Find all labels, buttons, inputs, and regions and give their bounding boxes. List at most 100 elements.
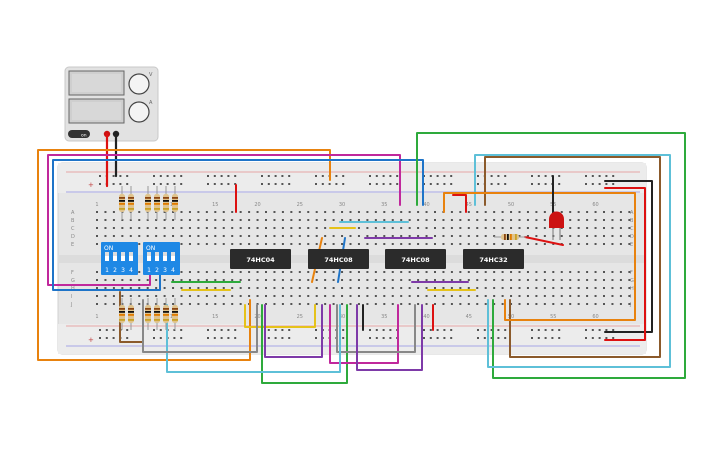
breadboard-hole[interactable] [290, 235, 293, 237]
breadboard-hole[interactable] [248, 295, 251, 297]
breadboard-hole[interactable] [231, 227, 234, 229]
breadboard-hole[interactable] [526, 279, 529, 281]
breadboard-hole[interactable] [467, 211, 470, 213]
rail-hole[interactable] [173, 183, 176, 185]
breadboard-hole[interactable] [349, 219, 352, 221]
breadboard-hole[interactable] [315, 279, 318, 281]
breadboard-hole[interactable] [180, 211, 183, 213]
breadboard-hole[interactable] [188, 287, 191, 289]
breadboard-hole[interactable] [577, 295, 580, 297]
breadboard-hole[interactable] [374, 279, 377, 281]
breadboard-hole[interactable] [594, 235, 597, 237]
rail-hole[interactable] [159, 329, 162, 331]
rail-hole[interactable] [220, 175, 223, 177]
breadboard-hole[interactable] [129, 295, 132, 297]
breadboard-hole[interactable] [307, 243, 310, 245]
breadboard-hole[interactable] [408, 227, 411, 229]
resistor[interactable] [119, 298, 125, 330]
rail-hole[interactable] [429, 183, 432, 185]
breadboard-hole[interactable] [611, 287, 614, 289]
rail-hole[interactable] [213, 337, 216, 339]
breadboard-hole[interactable] [535, 295, 538, 297]
breadboard-hole[interactable] [315, 235, 318, 237]
rail-hole[interactable] [213, 175, 216, 177]
breadboard-hole[interactable] [222, 211, 225, 213]
rail-hole[interactable] [483, 337, 486, 339]
rail-hole[interactable] [207, 175, 209, 177]
rail-hole[interactable] [234, 175, 237, 177]
breadboard-hole[interactable] [493, 279, 496, 281]
breadboard-hole[interactable] [459, 227, 462, 229]
breadboard-hole[interactable] [484, 287, 487, 289]
breadboard-hole[interactable] [188, 303, 191, 305]
rail-hole[interactable] [450, 329, 453, 331]
rail-hole[interactable] [166, 175, 169, 177]
breadboard-hole[interactable] [248, 219, 251, 221]
breadboard-hole[interactable] [535, 271, 538, 273]
breadboard-hole[interactable] [510, 211, 513, 213]
breadboard-hole[interactable] [518, 295, 521, 297]
breadboard-hole[interactable] [281, 211, 284, 213]
breadboard-hole[interactable] [476, 243, 479, 245]
breadboard-hole[interactable] [510, 227, 513, 229]
breadboard-hole[interactable] [594, 211, 597, 213]
breadboard-hole[interactable] [188, 295, 191, 297]
breadboard-hole[interactable] [239, 295, 242, 297]
breadboard-hole[interactable] [434, 279, 436, 281]
breadboard-hole[interactable] [459, 287, 462, 289]
breadboard-hole[interactable] [467, 219, 470, 221]
rail-hole[interactable] [321, 183, 324, 185]
breadboard-hole[interactable] [248, 271, 251, 273]
breadboard-hole[interactable] [96, 243, 98, 245]
breadboard-hole[interactable] [188, 219, 191, 221]
breadboard-hole[interactable] [341, 219, 344, 221]
breadboard-hole[interactable] [205, 279, 208, 281]
breadboard-hole[interactable] [332, 295, 335, 297]
resistor[interactable] [119, 186, 125, 220]
led-red[interactable] [549, 211, 564, 241]
dip-toggle[interactable] [163, 252, 167, 261]
breadboard-hole[interactable] [214, 243, 217, 245]
breadboard-hole[interactable] [315, 219, 318, 221]
breadboard-hole[interactable] [265, 303, 267, 305]
rail-hole[interactable] [159, 183, 162, 185]
breadboard-hole[interactable] [594, 219, 597, 221]
breadboard-hole[interactable] [552, 303, 555, 305]
breadboard-hole[interactable] [332, 211, 335, 213]
breadboard-hole[interactable] [586, 227, 589, 229]
rail-hole[interactable] [105, 337, 108, 339]
breadboard-hole[interactable] [248, 211, 251, 213]
breadboard-hole[interactable] [96, 271, 98, 273]
breadboard-hole[interactable] [265, 227, 267, 229]
breadboard-hole[interactable] [501, 227, 504, 229]
breadboard-hole[interactable] [298, 211, 301, 213]
breadboard-hole[interactable] [231, 303, 234, 305]
rail-hole[interactable] [173, 175, 176, 177]
breadboard-hole[interactable] [214, 271, 217, 273]
rail-hole[interactable] [450, 183, 453, 185]
breadboard-hole[interactable] [493, 303, 496, 305]
breadboard-hole[interactable] [374, 235, 377, 237]
breadboard-hole[interactable] [248, 235, 251, 237]
breadboard-hole[interactable] [442, 227, 445, 229]
breadboard-hole[interactable] [484, 211, 487, 213]
breadboard-hole[interactable] [476, 295, 479, 297]
breadboard-hole[interactable] [628, 227, 631, 229]
breadboard-hole[interactable] [104, 279, 107, 281]
rail-hole[interactable] [126, 337, 129, 339]
rail-hole[interactable] [598, 337, 601, 339]
rail-hole[interactable] [153, 337, 155, 339]
rail-hole[interactable] [389, 183, 392, 185]
rail-hole[interactable] [126, 175, 129, 177]
breadboard-hole[interactable] [442, 243, 445, 245]
breadboard-hole[interactable] [569, 271, 572, 273]
rail-hole[interactable] [375, 329, 378, 331]
breadboard-hole[interactable] [493, 295, 496, 297]
breadboard-hole[interactable] [197, 235, 200, 237]
breadboard-hole[interactable] [476, 227, 479, 229]
breadboard-hole[interactable] [611, 219, 614, 221]
breadboard-hole[interactable] [577, 211, 580, 213]
breadboard-hole[interactable] [332, 303, 335, 305]
breadboard-hole[interactable] [493, 287, 496, 289]
breadboard-hole[interactable] [442, 295, 445, 297]
